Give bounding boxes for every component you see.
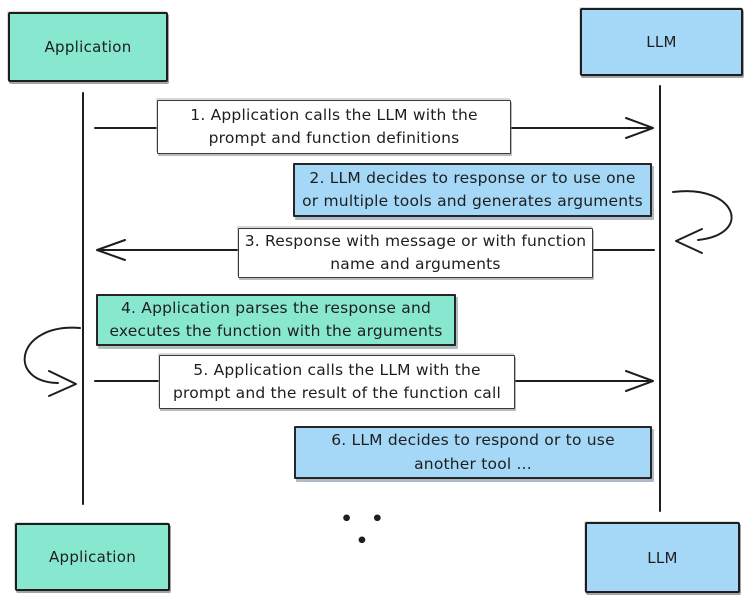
actor-application-bottom-label: Application [48, 548, 137, 566]
llm-self-loop-arrowhead-icon [675, 228, 703, 254]
step4-text-line1: 4. Application parses the response and [120, 298, 432, 317]
step2-text-line2: or multiple tools and generates argument… [302, 192, 643, 210]
actor-application-top-label: Application [44, 38, 132, 56]
step5-text-line1: 5. Application calls the LLM with the [193, 360, 481, 379]
actor-llm-bottom: LLM [585, 522, 740, 593]
actor-application-top: Application [8, 12, 168, 82]
step1-text-line2: prompt and function definitions [208, 129, 460, 147]
step1-text-line1: 1. Application calls the LLM with the [190, 105, 478, 124]
step1-arrowhead-right-icon [625, 117, 654, 139]
step5-message-box: 5. Application calls the LLM with the pr… [159, 355, 515, 409]
step3-text-line1: 3. Response with message or with functio… [244, 231, 587, 250]
step3-arrowhead-left-icon [96, 239, 126, 261]
step3-message-box: 3. Response with message or with functio… [238, 228, 593, 278]
step4-message-box: 4. Application parses the response and e… [96, 294, 456, 346]
step5-text-line2: prompt and the result of the function ca… [172, 384, 502, 402]
application-self-loop-arrowhead-icon [48, 370, 77, 397]
actor-llm-bottom-label: LLM [647, 548, 678, 567]
step3-text-line2: name and arguments [330, 255, 501, 273]
step6-text-line2: another tool ... [414, 454, 532, 473]
step1-message-box: 1. Application calls the LLM with the pr… [157, 100, 511, 154]
step2-text-line1: 2. LLM decides to response or to use one [309, 168, 636, 187]
actor-llm-top: LLM [580, 8, 743, 76]
llm-self-loop-arrow [672, 190, 733, 241]
step6-message-box: 6. LLM decides to respond or to use anot… [294, 426, 652, 479]
actor-application-bottom: Application [15, 523, 170, 591]
step4-text-line2: executes the function with the arguments [109, 322, 443, 340]
actor-llm-top-label: LLM [646, 33, 677, 51]
application-self-loop-arrow [23, 326, 81, 384]
step5-arrowhead-right-icon [625, 370, 654, 392]
continuation-ellipsis: • • • [340, 508, 390, 552]
step2-message-box: 2. LLM decides to response or to use one… [293, 163, 652, 217]
step6-text-line1: 6. LLM decides to respond or to use [331, 431, 615, 450]
